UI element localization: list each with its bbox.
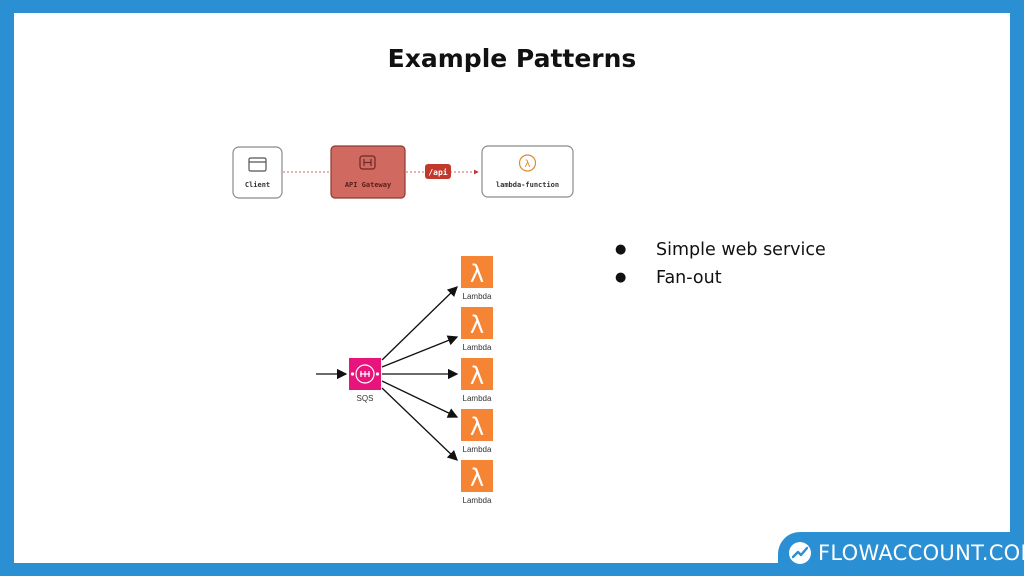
lambda-node: λ Lambda bbox=[461, 460, 493, 505]
browser-window-icon bbox=[248, 157, 267, 172]
slide-canvas bbox=[14, 13, 1010, 563]
lambda-label: Lambda bbox=[463, 343, 492, 352]
flowaccount-logo-text: FLOWACCOUNT.COM bbox=[818, 541, 1024, 565]
lambda-icon bbox=[461, 460, 493, 492]
lambda-label: Lambda bbox=[463, 292, 492, 301]
svg-text:λ: λ bbox=[470, 362, 484, 390]
lambda-label: Lambda bbox=[463, 496, 492, 505]
svg-text:λ: λ bbox=[470, 413, 484, 441]
api-gateway-label: API Gateway bbox=[345, 181, 392, 189]
fanout-arrow-2 bbox=[381, 335, 459, 368]
lambda-node: λ Lambda bbox=[461, 409, 493, 454]
lambda-icon bbox=[461, 358, 493, 390]
api-gateway-node: API Gateway bbox=[330, 145, 406, 199]
lambda-icon bbox=[461, 409, 493, 441]
bullet-item: Simple web service bbox=[610, 236, 826, 264]
lambda-node: λ Lambda bbox=[461, 358, 493, 403]
svg-text:λ: λ bbox=[470, 311, 484, 339]
lambda-icon bbox=[461, 256, 493, 288]
flowaccount-logo: FLOWACCOUNT.COM bbox=[778, 532, 1024, 576]
bullet-item: Fan-out bbox=[610, 264, 826, 292]
api-route-label: /api bbox=[428, 167, 447, 177]
sqs-queue-icon bbox=[350, 364, 380, 384]
slide-title: Example Patterns bbox=[387, 44, 637, 73]
lambda-function-node: λ lambda-function bbox=[481, 145, 574, 198]
fanout-arrow-5 bbox=[381, 387, 458, 461]
client-label: Client bbox=[245, 181, 270, 189]
sqs-node: SQS bbox=[349, 358, 381, 403]
bullet-list: Simple web service Fan-out bbox=[610, 236, 826, 292]
lambda-label: Lambda bbox=[463, 394, 492, 403]
lambda-outline-icon: λ bbox=[518, 154, 537, 172]
lambda-node: λ Lambda bbox=[461, 256, 493, 301]
api-route-badge: /api bbox=[425, 164, 451, 179]
svg-text:λ: λ bbox=[470, 260, 484, 288]
lambda-icon bbox=[461, 307, 493, 339]
lambda-label: Lambda bbox=[463, 445, 492, 454]
lambda-node: λ Lambda bbox=[461, 307, 493, 352]
fanout-arrow-1 bbox=[381, 286, 458, 361]
flowaccount-mark-icon bbox=[789, 542, 811, 564]
svg-text:λ: λ bbox=[470, 464, 484, 492]
sqs-label: SQS bbox=[357, 394, 374, 403]
fanout-arrow-4 bbox=[381, 380, 459, 418]
lambda-function-label: lambda-function bbox=[496, 181, 559, 189]
api-gateway-icon bbox=[359, 155, 376, 170]
client-node: Client bbox=[232, 146, 283, 199]
svg-text:λ: λ bbox=[525, 159, 531, 170]
